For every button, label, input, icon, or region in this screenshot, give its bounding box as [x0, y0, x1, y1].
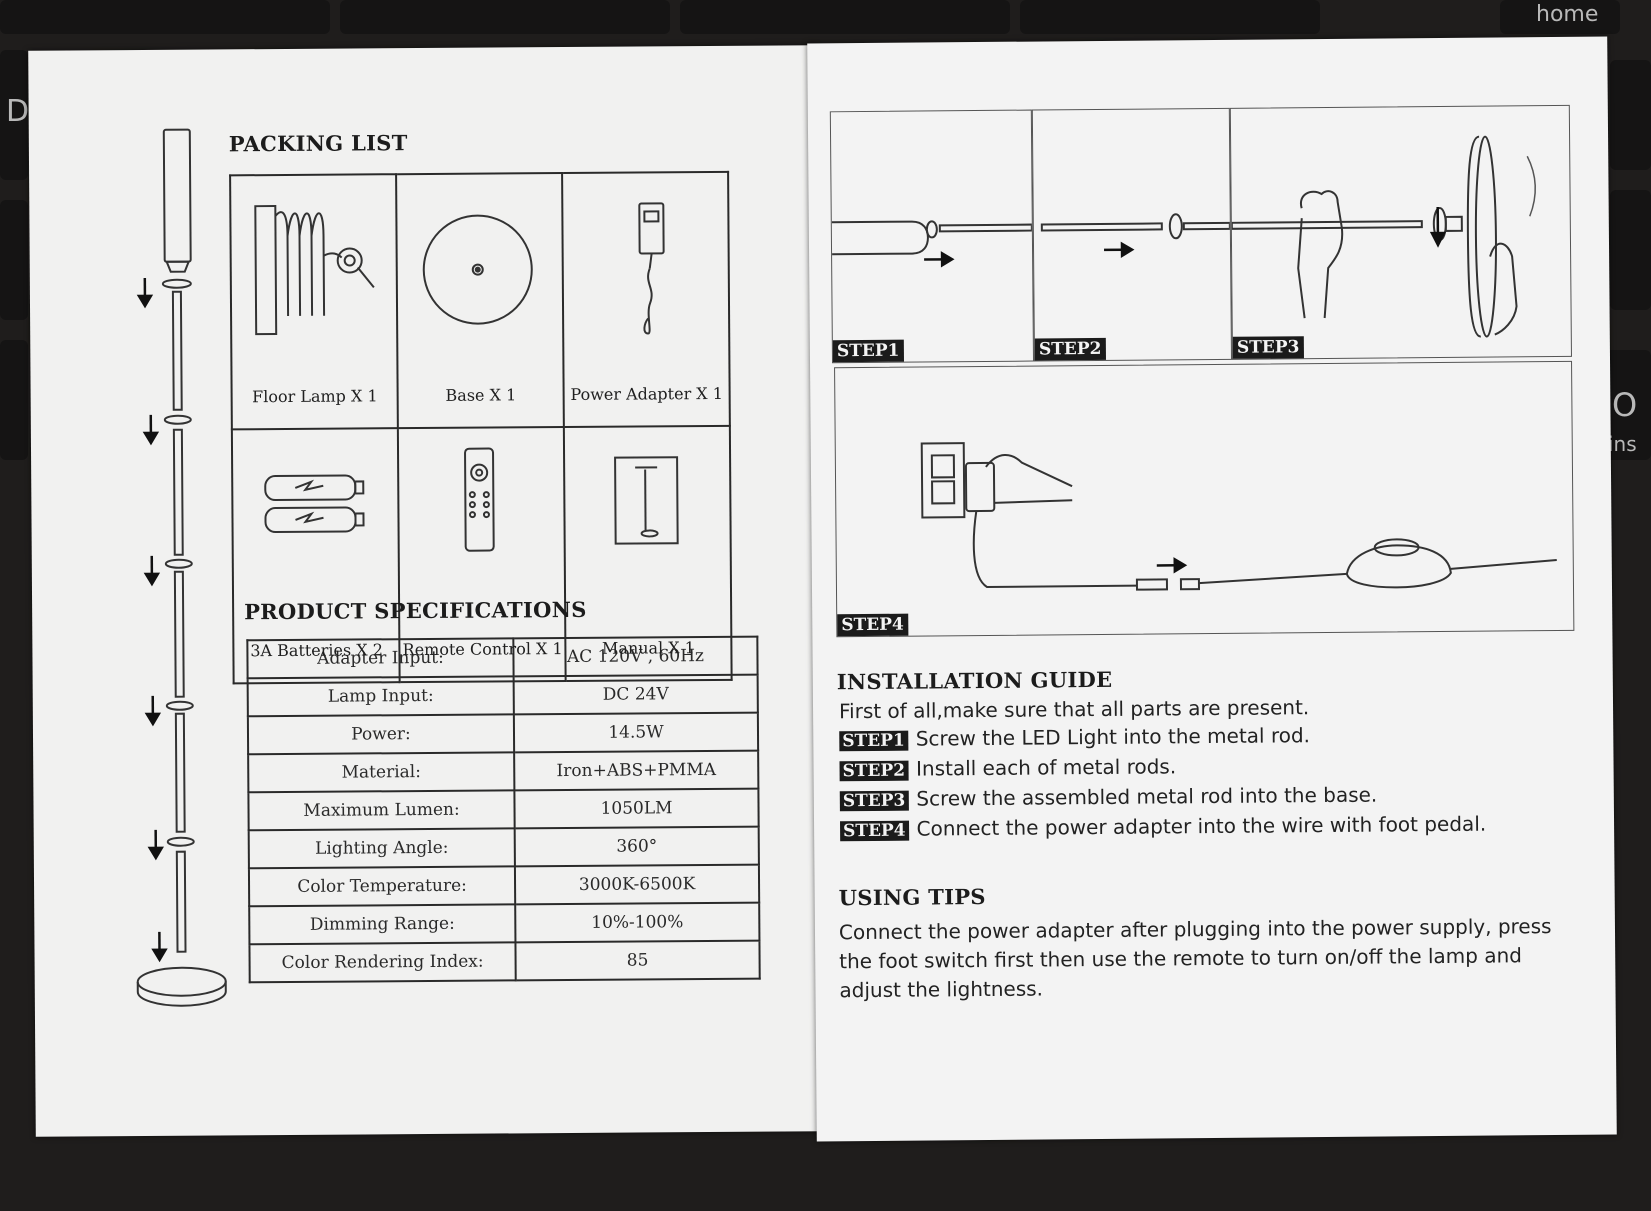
keyboard-key: [1610, 60, 1651, 170]
step4-tag: STEP4: [837, 613, 908, 637]
spec-value: 1050LM: [514, 788, 759, 829]
manual-left-page: PACKING LIST Floor Lamp X 1: [28, 45, 824, 1137]
manual-right-page: STEP1 STEP2: [807, 36, 1617, 1142]
installation-step-line: STEP3 Screw the assembled metal rod into …: [839, 782, 1378, 812]
keyboard-key: [0, 0, 330, 34]
keyboard-key: [680, 0, 1010, 34]
spec-row: Power:14.5W: [247, 712, 759, 755]
remote-control-icon: [464, 447, 496, 552]
using-tips-text: Connect the power adapter after plugging…: [838, 914, 1552, 1003]
spec-key: Power:: [247, 714, 515, 755]
keyboard-key: [0, 50, 28, 180]
packing-item-floor-lamp: Floor Lamp X 1: [230, 174, 399, 430]
step2-panel: STEP2: [1031, 107, 1233, 362]
keyboard-key: [1610, 190, 1651, 310]
using-tips-title: USING TIPS: [838, 883, 986, 911]
keyboard-key-home: [1500, 0, 1620, 34]
key-o-label: O: [1612, 386, 1638, 424]
installation-intro: First of all,make sure that all parts ar…: [838, 695, 1310, 724]
spec-value: 14.5W: [513, 712, 759, 753]
step2-inline-tag: STEP2: [839, 760, 909, 782]
base-icon: [423, 214, 534, 325]
spec-row: Lighting Angle:360°: [248, 826, 759, 869]
step1-panel: STEP1: [829, 109, 1035, 364]
step4-inline-tag: STEP4: [840, 820, 909, 842]
spec-value: 360°: [514, 826, 759, 867]
spec-row: Lamp Input:DC 24V: [247, 674, 758, 717]
installation-step-text: Screw the assembled metal rod into the b…: [916, 782, 1378, 811]
packing-item-base: Base X 1: [396, 173, 564, 429]
installation-step-line: STEP4 Connect the power adapter into the …: [840, 812, 1486, 842]
battery-icon: [264, 474, 365, 534]
packing-item-label: Floor Lamp X 1: [251, 386, 378, 407]
lamp-assembly-diagram: [136, 128, 227, 1007]
step2-tag: STEP2: [1034, 337, 1106, 361]
packing-item-label: Remote Control X 1: [402, 639, 563, 660]
step3-inline-tag: STEP3: [839, 790, 909, 812]
step2-illustration: [1040, 213, 1231, 258]
packing-list-title: PACKING LIST: [228, 130, 408, 157]
spec-value: Iron+ABS+PMMA: [514, 750, 759, 791]
spec-key: Lighting Angle:: [248, 828, 515, 869]
key-home-label: home: [1536, 2, 1599, 27]
step3-illustration: [1230, 135, 1536, 338]
step1-tag: STEP1: [832, 339, 904, 363]
step3-panel: STEP3: [1229, 104, 1572, 360]
step1-illustration: [831, 220, 1033, 268]
spec-key: Color Temperature:: [248, 866, 516, 907]
spec-key: Lamp Input:: [247, 676, 514, 717]
spec-row: Dimming Range:10%-100%: [249, 902, 760, 945]
spec-row: Maximum Lumen:1050LM: [248, 788, 759, 831]
spec-value: 3000K-6500K: [514, 864, 760, 905]
packing-item-power-adapter: Power Adapter X 1: [562, 171, 730, 428]
spec-key: Dimming Range:: [249, 904, 516, 945]
installation-step-text: Install each of metal rods.: [915, 754, 1177, 781]
packing-item-manual: Manual X 1: [563, 425, 732, 682]
packing-item-batteries: 3A Batteries X 2: [231, 428, 401, 684]
spec-value: DC 24V: [513, 674, 758, 715]
spec-value: 10%-100%: [515, 902, 760, 943]
power-adapter-icon: [638, 202, 665, 335]
installation-guide-title: INSTALLATION GUIDE: [836, 666, 1113, 695]
packing-item-label: Manual X 1: [601, 638, 695, 658]
keyboard-key-ins: [1604, 350, 1651, 460]
spec-row: Material:Iron+ABS+PMMA: [248, 750, 759, 793]
spec-key: Material:: [248, 752, 515, 793]
packing-item-label: Power Adapter X 1: [570, 383, 723, 404]
manual-icon: [614, 456, 679, 545]
floor-lamp-icon: [254, 205, 375, 336]
keyboard-key: [0, 200, 28, 320]
step1-inline-tag: STEP1: [839, 730, 908, 752]
spec-key: Maximum Lumen:: [248, 790, 515, 831]
packing-item-remote-control: Remote Control X 1: [398, 427, 566, 683]
keyboard-key: [0, 340, 28, 460]
packing-list-table: Floor Lamp X 1 Base X 1: [229, 171, 733, 684]
keyboard-key: [1020, 0, 1320, 34]
key-letter-label: D: [6, 94, 30, 129]
installation-step-text: Connect the power adapter into the wire …: [916, 811, 1487, 841]
installation-step-text: Screw the LED Light into the metal rod.: [915, 723, 1311, 751]
spec-value: 85: [515, 940, 760, 981]
step4-panel: STEP4: [834, 360, 1575, 638]
keyboard-key: [340, 0, 670, 34]
spec-key: Color Rendering Index:: [249, 942, 516, 983]
installation-step-line: STEP1 Screw the LED Light into the metal …: [839, 723, 1311, 752]
installation-step-line: STEP2 Install each of metal rods.: [839, 754, 1177, 782]
spec-row: Color Rendering Index:85: [249, 940, 760, 983]
product-specifications-title: PRODUCT SPECIFICATIONS: [244, 596, 587, 625]
spec-row: Color Temperature:3000K-6500K: [248, 864, 760, 907]
specifications-table: Adapter Input:AC 120V , 60Hz Lamp Input:…: [246, 636, 760, 984]
key-ins-label: ins: [1608, 432, 1637, 456]
packing-item-label: 3A Batteries X 2: [250, 640, 383, 661]
step4-illustration: [920, 442, 1557, 591]
packing-item-label: Base X 1: [445, 385, 517, 405]
step3-tag: STEP3: [1232, 336, 1304, 359]
